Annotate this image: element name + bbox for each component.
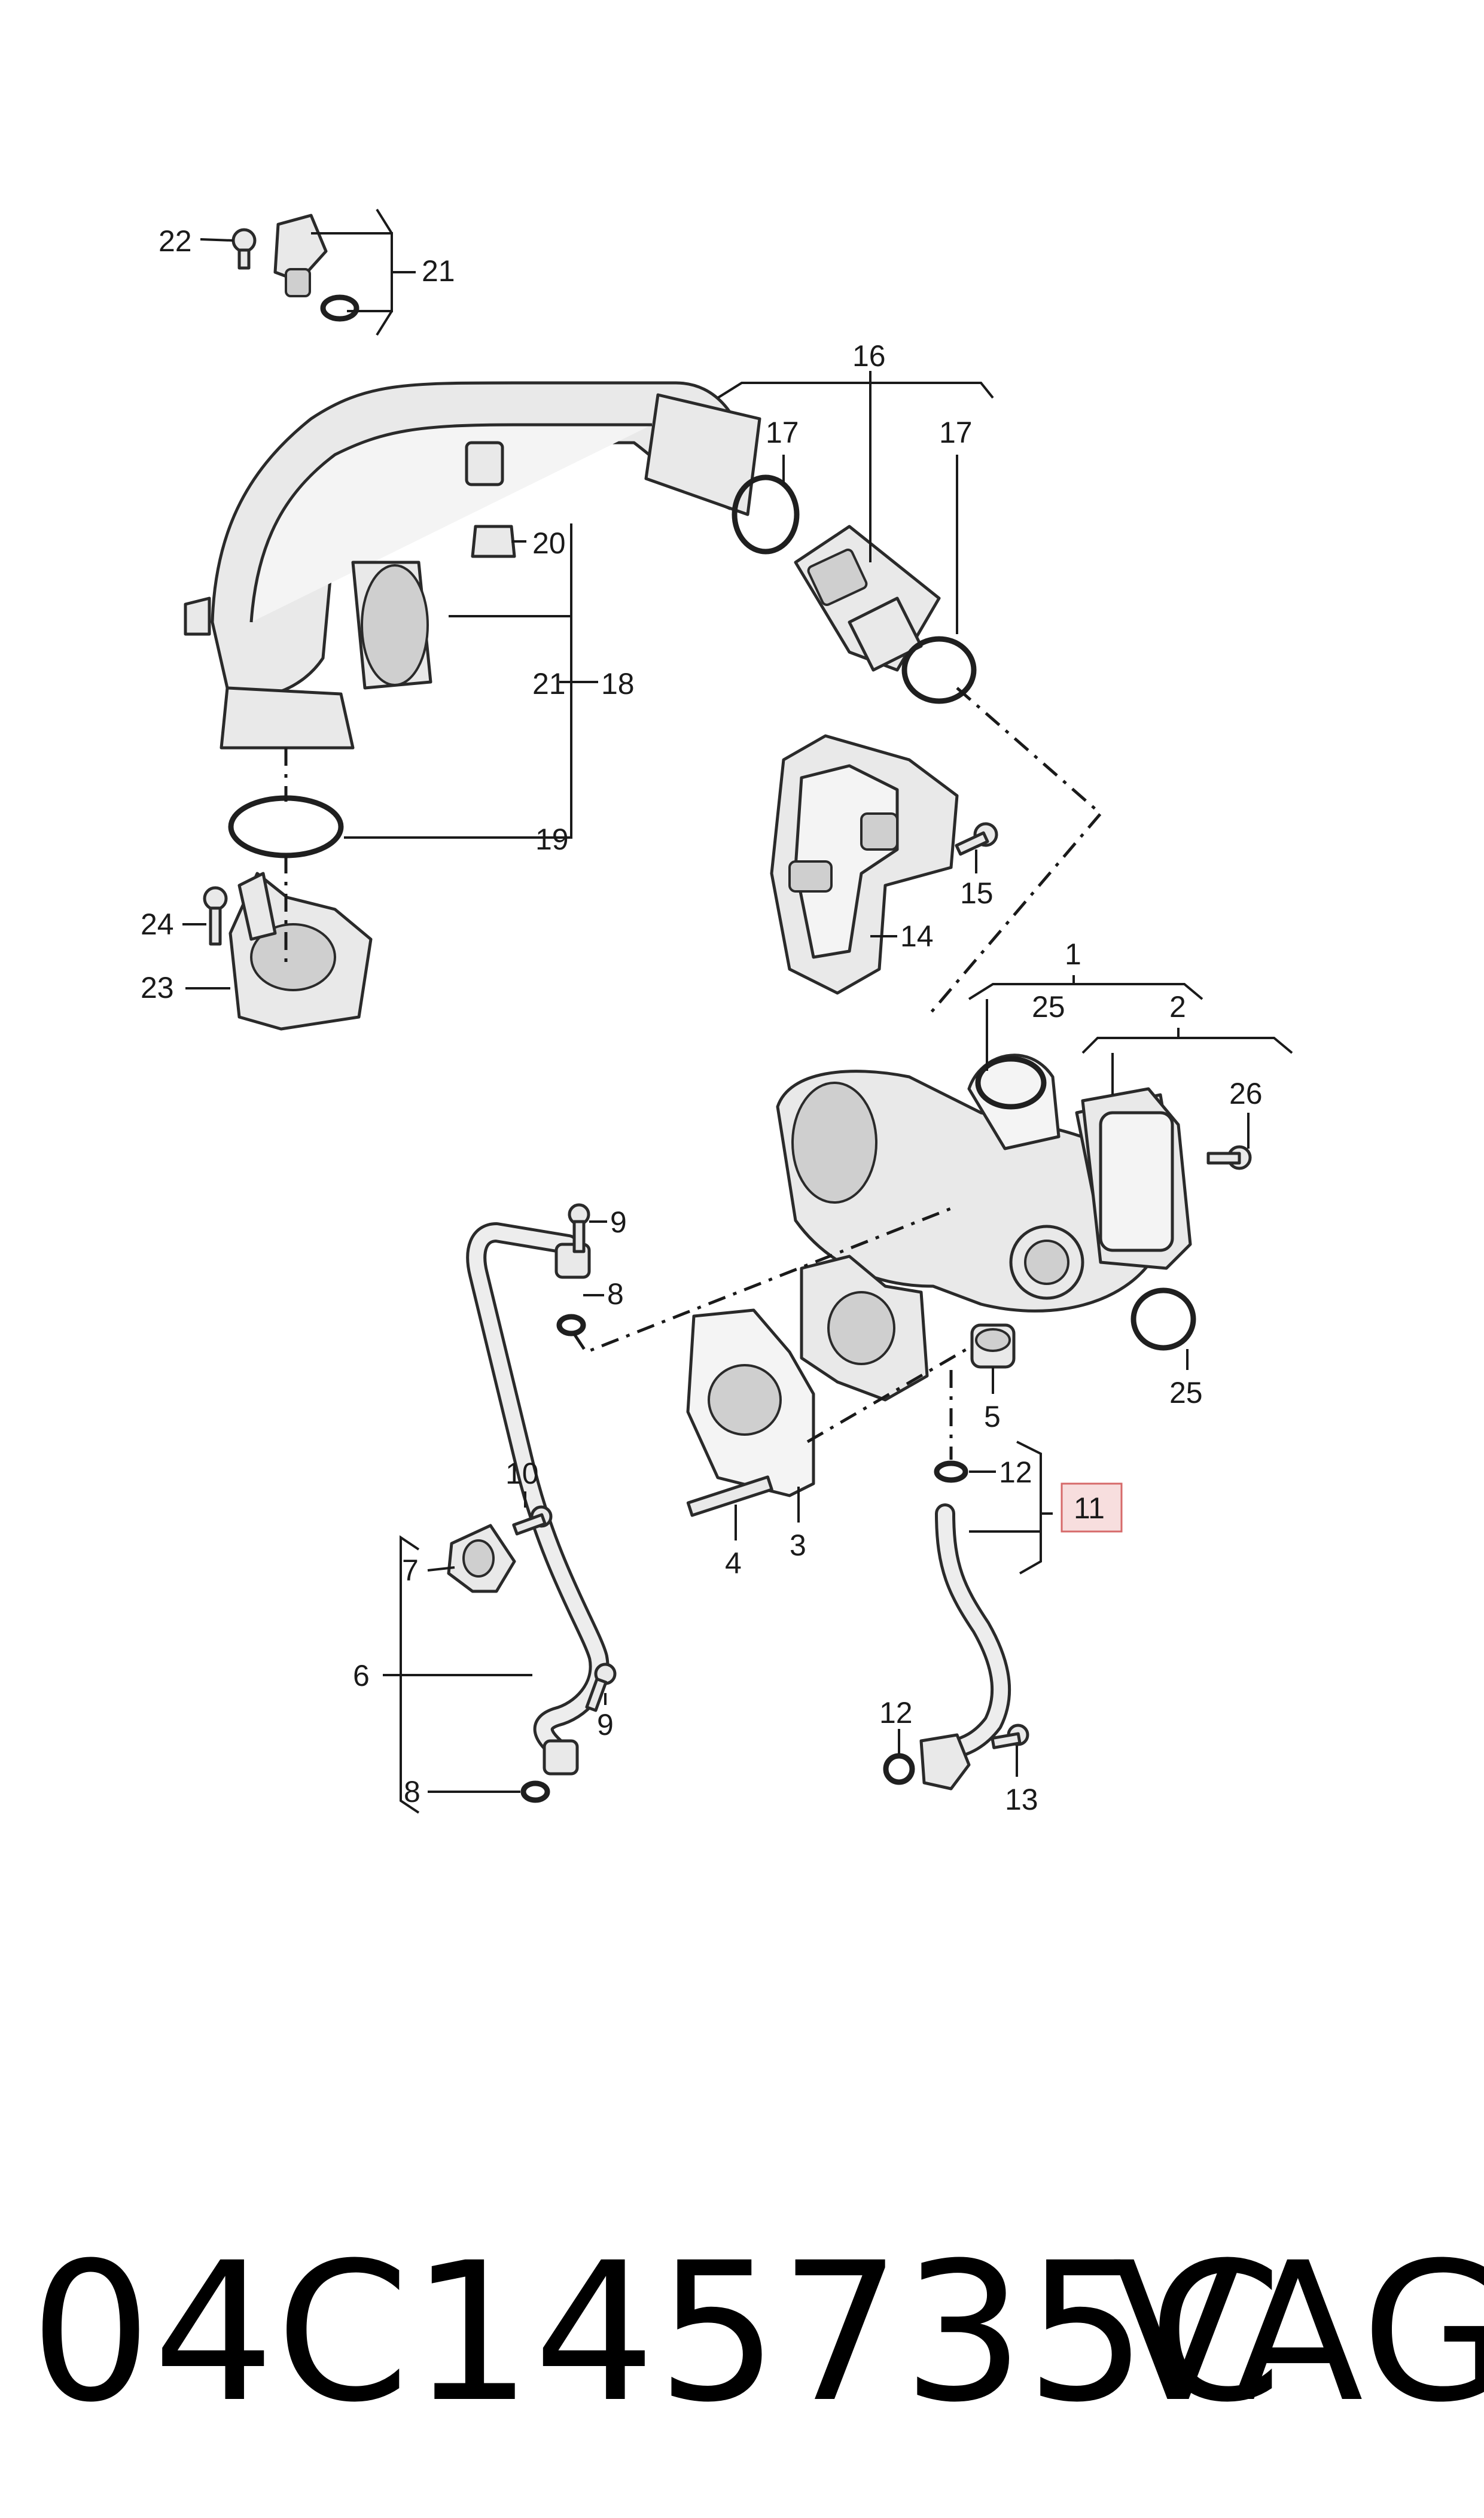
callout-6: 6 bbox=[353, 1659, 370, 1692]
callout-7: 7 bbox=[402, 1554, 419, 1587]
return-flange bbox=[919, 1733, 971, 1791]
callout-21-mid: 21 bbox=[532, 667, 566, 701]
housing-bolt-24 bbox=[203, 886, 228, 946]
bolt-10 bbox=[512, 1505, 553, 1536]
callout-8-lower: 8 bbox=[404, 1775, 420, 1808]
callout-labels: 22 21 16 17 17 20 21 18 19 15 24 14 1 23… bbox=[141, 224, 1263, 1816]
o-ring-19 bbox=[228, 795, 344, 858]
banjo-bolt-9-upper bbox=[568, 1203, 590, 1253]
brand-name: VAG bbox=[1113, 2222, 1484, 2444]
charge-air-pipe bbox=[184, 381, 761, 750]
callout-12-lower: 12 bbox=[879, 1696, 913, 1730]
sensor-bolt bbox=[231, 228, 257, 270]
callout-17-right: 17 bbox=[939, 416, 973, 449]
union-7 bbox=[447, 1524, 516, 1593]
o-ring-17-left bbox=[732, 474, 800, 555]
callout-8-upper: 8 bbox=[607, 1277, 624, 1311]
callout-25-top: 25 bbox=[1032, 990, 1065, 1024]
callout-9-upper: 9 bbox=[610, 1205, 627, 1239]
actuator-housing bbox=[228, 872, 373, 1031]
heat-shield bbox=[770, 734, 959, 995]
turbo-flange bbox=[800, 1255, 929, 1402]
banjo-fitting-lower bbox=[543, 1739, 579, 1776]
assembly-line-flange bbox=[806, 1344, 973, 1444]
callout-26: 26 bbox=[1229, 1077, 1263, 1110]
callout-21-top: 21 bbox=[422, 254, 455, 288]
o-ring-25 bbox=[1130, 1287, 1196, 1351]
part-number: 04C145735C bbox=[30, 2222, 1284, 2444]
callout-10: 10 bbox=[505, 1457, 539, 1490]
callout-14: 14 bbox=[900, 919, 934, 953]
callout-4: 4 bbox=[725, 1546, 742, 1580]
wastegate-actuator bbox=[1081, 1087, 1192, 1270]
assembly-line-oil-inlet bbox=[572, 1207, 952, 1354]
seal-12-lower bbox=[883, 1753, 915, 1785]
oil-return-line bbox=[935, 1503, 1011, 1763]
stud-4 bbox=[686, 1475, 773, 1517]
callout-20: 20 bbox=[532, 526, 566, 560]
callout-11: 11 bbox=[1074, 1491, 1105, 1525]
callout-12-upper: 12 bbox=[999, 1456, 1032, 1489]
highlight-box-11 bbox=[1061, 1482, 1123, 1533]
callout-18: 18 bbox=[601, 667, 635, 701]
callout-13: 13 bbox=[1005, 1783, 1038, 1816]
banjo-bolt-9-lower bbox=[585, 1663, 617, 1712]
callout-5: 5 bbox=[984, 1400, 1001, 1433]
callout-9-lower: 9 bbox=[597, 1708, 614, 1741]
o-ring-17-right bbox=[901, 636, 977, 704]
leader-lines bbox=[182, 208, 1293, 1814]
callout-2: 2 bbox=[1169, 990, 1186, 1024]
bolt-13 bbox=[991, 1724, 1029, 1749]
seal-8-lower bbox=[520, 1780, 550, 1803]
callout-25-bottom: 25 bbox=[1169, 1376, 1203, 1409]
diverter-valve bbox=[794, 525, 941, 672]
oil-supply-line bbox=[466, 1222, 610, 1763]
callout-16: 16 bbox=[852, 339, 886, 373]
callout-24: 24 bbox=[141, 908, 174, 941]
callout-23: 23 bbox=[141, 971, 174, 1004]
adapter-5 bbox=[970, 1323, 1016, 1369]
callout-1: 1 bbox=[1065, 937, 1081, 971]
pipe-clip-20 bbox=[471, 525, 516, 558]
callout-15: 15 bbox=[960, 876, 994, 910]
actuator-bolt-26 bbox=[1206, 1145, 1252, 1170]
pressure-sensor bbox=[273, 214, 359, 322]
seal-8-upper bbox=[556, 1314, 586, 1336]
callout-22: 22 bbox=[159, 224, 192, 258]
gasket-3 bbox=[686, 1308, 815, 1497]
callout-19: 19 bbox=[535, 823, 569, 856]
callout-3: 3 bbox=[790, 1529, 806, 1562]
callout-17-left: 17 bbox=[766, 416, 799, 449]
shield-bolt-15 bbox=[955, 822, 998, 856]
seal-12-upper bbox=[934, 1460, 968, 1483]
